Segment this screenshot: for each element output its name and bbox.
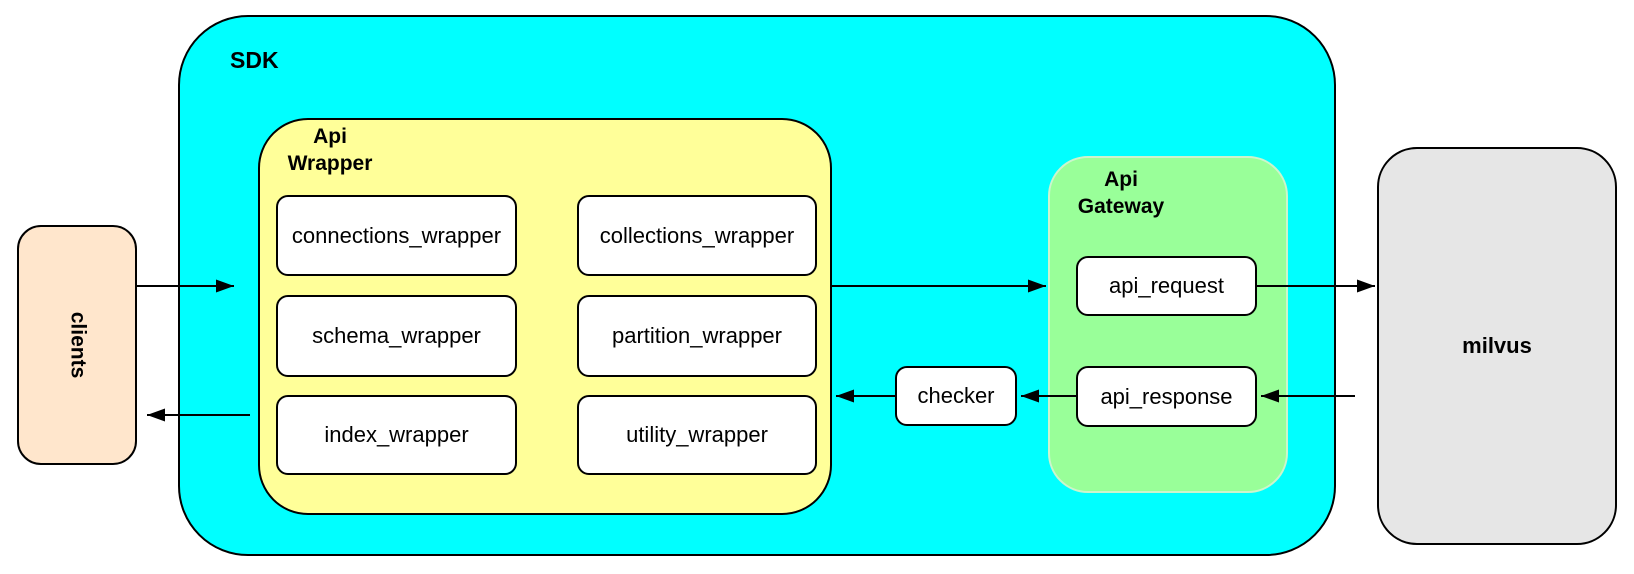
api-request-label: api_request [1109, 273, 1224, 298]
api-response-label: api_response [1100, 383, 1233, 409]
clients-node: clients [17, 225, 137, 465]
module-utility-wrapper: utility_wrapper [577, 395, 817, 475]
api-response-node: api_response [1076, 366, 1257, 427]
module-collections-wrapper: collections_wrapper [577, 195, 817, 276]
module-utility-wrapper-label: utility_wrapper [626, 422, 768, 447]
module-connections-wrapper-label: connections_wrapper [291, 222, 502, 248]
checker-node: checker [895, 366, 1017, 426]
module-schema-wrapper: schema_wrapper [276, 295, 517, 377]
milvus-node: milvus [1377, 147, 1617, 545]
api-gateway-label-line1: Api [1104, 168, 1138, 191]
checker-label: checker [917, 383, 995, 408]
module-partition-wrapper: partition_wrapper [577, 295, 817, 377]
module-schema-wrapper-label: schema_wrapper [312, 323, 481, 348]
sdk-label: SDK [230, 47, 279, 73]
module-index-wrapper-label: index_wrapper [324, 422, 469, 447]
api-wrapper-label-line2: Wrapper [287, 152, 373, 175]
api-gateway-label-line2: Gateway [1077, 195, 1165, 218]
module-collections-wrapper-label: collections_wrapper [599, 222, 795, 248]
api-wrapper-label-line1: Api [313, 125, 347, 148]
milvus-label: milvus [1462, 333, 1532, 358]
module-connections-wrapper: connections_wrapper [276, 195, 517, 276]
module-partition-wrapper-label: partition_wrapper [612, 323, 782, 348]
module-index-wrapper: index_wrapper [276, 395, 517, 475]
clients-label: clients [66, 311, 89, 379]
api-request-node: api_request [1076, 256, 1257, 316]
